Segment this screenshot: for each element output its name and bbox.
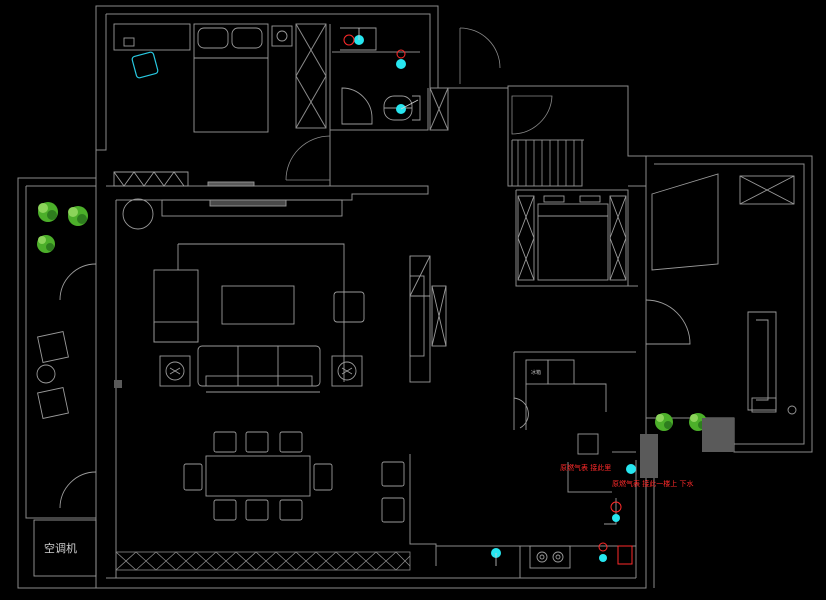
gas-meter-icon — [491, 464, 636, 566]
bedroom-door — [285, 135, 331, 181]
gas-meter-note-2: 原燃气表 接此一楼上 下水 — [612, 479, 693, 488]
entrance-door — [459, 27, 501, 84]
kitchen — [513, 359, 617, 569]
dining-area — [183, 431, 405, 523]
second-bedroom — [517, 195, 627, 281]
bathroom — [340, 27, 421, 125]
water-point-icon — [343, 28, 419, 114]
living-room — [122, 198, 447, 393]
right-room — [645, 173, 797, 415]
stair-door — [511, 95, 553, 135]
gas-meter-note-1: 原燃气表 接此里 — [560, 463, 611, 472]
staircase — [517, 140, 575, 186]
lounge-chair-icon — [131, 51, 159, 79]
master-bedroom — [113, 23, 293, 187]
balcony-furniture — [33, 263, 97, 577]
bottom-cabinet — [115, 551, 411, 571]
planter-blocks — [114, 380, 734, 478]
fridge-tag: 冰箱 — [531, 369, 541, 376]
ac-unit-label: 空调机 — [44, 541, 77, 555]
